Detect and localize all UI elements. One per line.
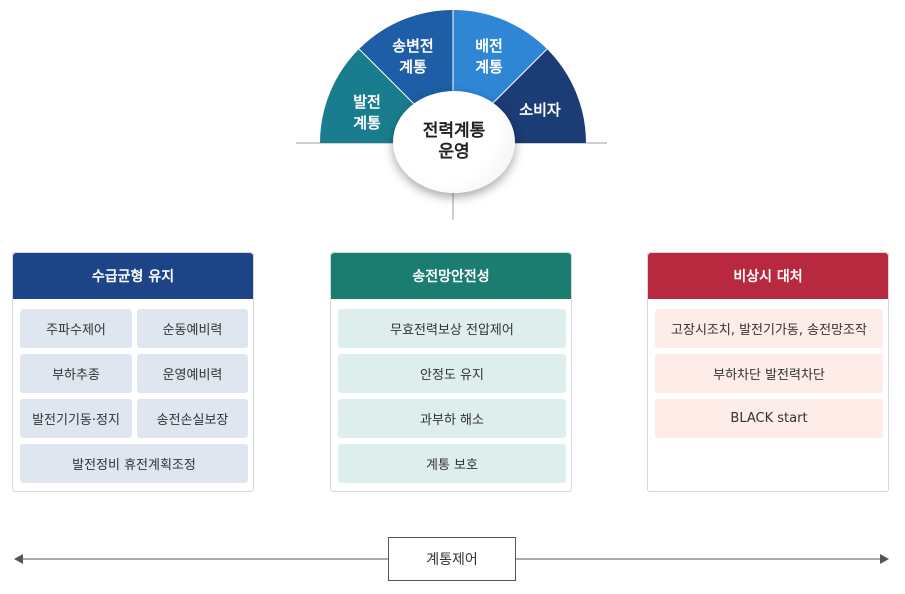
- panel-transmission-safety: 송전망안전성 무효전력보상 전압제어 안정도 유지 과부하 해소 계통 보호: [330, 252, 572, 492]
- list-item: 발전정비 휴전계획조정: [20, 444, 248, 483]
- arrow-left-icon: [14, 554, 23, 564]
- list-item: 부하추종: [20, 354, 132, 393]
- panel-header: 수급균형 유지: [13, 253, 253, 299]
- list-item: 순동예비력: [137, 309, 248, 348]
- arrow-right-icon: [880, 554, 889, 564]
- list-item: 무효전력보상 전압제어: [338, 309, 566, 348]
- center-title-line2: 운영: [438, 142, 470, 162]
- center-title-line1: 전력계통: [422, 121, 486, 141]
- segment-consumer-label: 소비자: [519, 101, 561, 119]
- panel-emergency: 비상시 대처 고장시조치, 발전기가동, 송전망조작 부하차단 발전력차단 BL…: [647, 252, 889, 492]
- list-item: 송전손실보장: [137, 399, 248, 438]
- control-arrow: [14, 554, 889, 564]
- panel-supply-demand: 수급균형 유지 주파수제어 순동예비력 부하추종 운영예비력 발전기기동·정지 …: [12, 252, 254, 492]
- list-item: 발전기기동·정지: [20, 399, 132, 438]
- list-item: 주파수제어: [20, 309, 132, 348]
- list-item: 고장시조치, 발전기가동, 송전망조작: [655, 309, 883, 348]
- panel-header: 비상시 대처: [648, 253, 888, 299]
- center-hub: 전력계통 운영: [393, 91, 515, 193]
- list-item: 과부하 해소: [338, 399, 566, 438]
- list-item: 부하차단 발전력차단: [655, 354, 883, 393]
- panel-header: 송전망안전성: [331, 253, 571, 299]
- list-item: 안정도 유지: [338, 354, 566, 393]
- system-control-label: 계통제어: [388, 537, 516, 581]
- list-item: 운영예비력: [137, 354, 248, 393]
- list-item: BLACK start: [655, 399, 883, 438]
- list-item: 계통 보호: [338, 444, 566, 483]
